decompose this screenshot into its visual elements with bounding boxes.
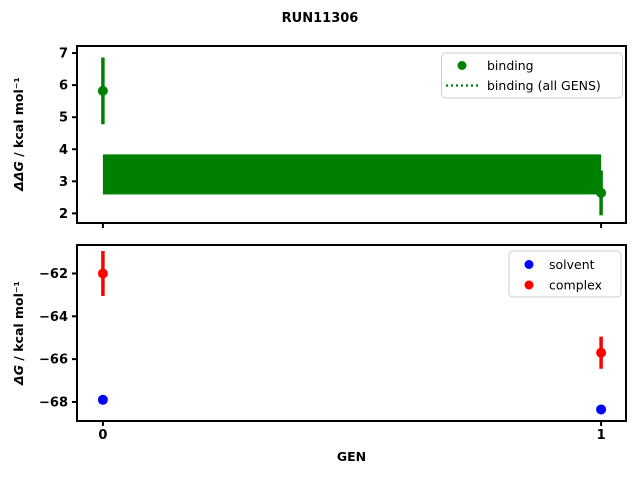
- top-legend-box: [441, 52, 623, 99]
- bottom-legend-label-solvent: solvent: [549, 257, 595, 272]
- bottom-plot: −68 −66 −64 −62 0 1 ΔG / kcal mol⁻¹ GEN solve…: [11, 244, 627, 464]
- data-point: [596, 404, 607, 415]
- bottom-ylabel-math: ΔG: [11, 365, 26, 386]
- top-ylabel-units: / kcal mol⁻¹: [11, 77, 26, 161]
- y-tick-label: −62: [39, 267, 68, 282]
- binding-marker-icon: [457, 61, 467, 70]
- top-plot: 2 3 4 5 6 7 ΔΔG / kcal mol⁻¹ binding binding …: [11, 45, 627, 228]
- y-tick-label: 3: [59, 175, 68, 190]
- y-tick-label: 7: [59, 47, 68, 62]
- data-point: [97, 268, 108, 279]
- top-legend-label-binding: binding: [487, 58, 534, 73]
- y-tick-label: −64: [39, 310, 68, 325]
- bottom-ylabel-units: / kcal mol⁻¹: [11, 281, 26, 365]
- data-point: [596, 187, 607, 198]
- complex-marker-icon: [524, 280, 534, 290]
- data-point: [97, 85, 108, 96]
- y-tick-label: −66: [39, 353, 68, 368]
- bottom-legend: solvent complex: [508, 250, 622, 298]
- y-tick-label: 4: [59, 143, 68, 158]
- top-plot-frame: [76, 45, 627, 224]
- bottom-legend-box: [508, 250, 622, 298]
- figure-title: RUN11306: [282, 11, 359, 26]
- x-tick-label: 1: [597, 428, 606, 443]
- bottom-plot-content: −68 −66 −64 −62 0 1: [39, 250, 607, 443]
- data-point: [97, 394, 108, 405]
- y-tick-label: 2: [59, 207, 68, 222]
- confidence-band: [102, 154, 602, 195]
- xaxis-label: GEN: [337, 449, 366, 464]
- x-tick-label: 0: [98, 428, 107, 443]
- top-ylabel: ΔΔG / kcal mol⁻¹: [11, 77, 26, 192]
- data-point: [596, 347, 607, 358]
- bottom-ylabel: ΔG / kcal mol⁻¹: [11, 281, 26, 386]
- y-tick-label: 5: [59, 111, 68, 126]
- top-legend-label-binding-all-gens: binding (all GENS): [487, 78, 601, 93]
- bottom-plot-frame: [76, 244, 627, 422]
- solvent-marker-icon: [524, 260, 534, 269]
- y-tick-label: 6: [59, 79, 68, 94]
- top-legend: binding binding (all GENS): [441, 52, 623, 99]
- bottom-legend-label-complex: complex: [549, 278, 602, 293]
- y-tick-label: −68: [39, 395, 68, 410]
- top-ylabel-math: ΔΔG: [11, 161, 26, 192]
- top-plot-content: 2 3 4 5 6 7: [59, 47, 607, 228]
